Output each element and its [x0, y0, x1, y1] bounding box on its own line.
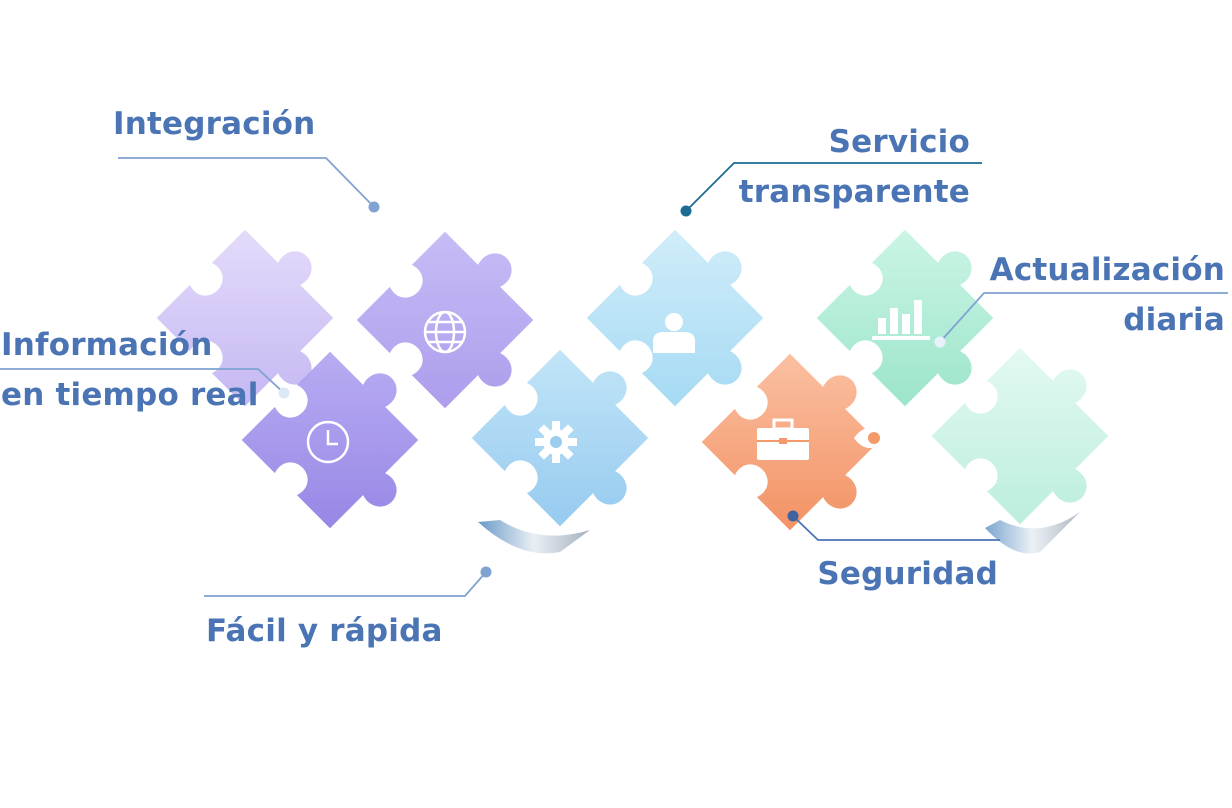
leader-lines [0, 157, 1228, 597]
leader-facil [204, 571, 487, 597]
dot-actualizacion [934, 336, 946, 348]
piece-base-shadows [478, 512, 1080, 554]
dot-informacion [278, 387, 290, 399]
label-servicio-transparente: Servicio transparente [738, 124, 970, 210]
briefcase-icon [757, 418, 809, 460]
globe-icon [423, 310, 467, 354]
leader-informacion [0, 368, 285, 394]
bar-chart-icon [872, 300, 930, 340]
gear-icon [535, 421, 577, 463]
label-seguridad: Seguridad [817, 556, 998, 592]
label-actualizacion-diaria: Actualización diaria [989, 252, 1225, 338]
leader-dots [278, 201, 946, 578]
label-informacion-tiempo-real: Información en tiempo real [1, 327, 259, 413]
user-icon [653, 313, 695, 353]
clock-icon [306, 420, 350, 464]
dot-servicio [680, 205, 692, 217]
label-facil-rapida: Fácil y rápida [206, 613, 443, 649]
label-integracion: Integración [113, 106, 316, 142]
dot-seguridad [787, 510, 799, 522]
location-pin-icon [854, 428, 890, 448]
leader-seguridad [792, 515, 1000, 541]
leader-servicio [685, 162, 982, 212]
leader-actualizacion [939, 292, 1228, 343]
dot-facil [480, 566, 492, 578]
leader-integracion [118, 157, 375, 208]
dot-integracion [368, 201, 380, 213]
